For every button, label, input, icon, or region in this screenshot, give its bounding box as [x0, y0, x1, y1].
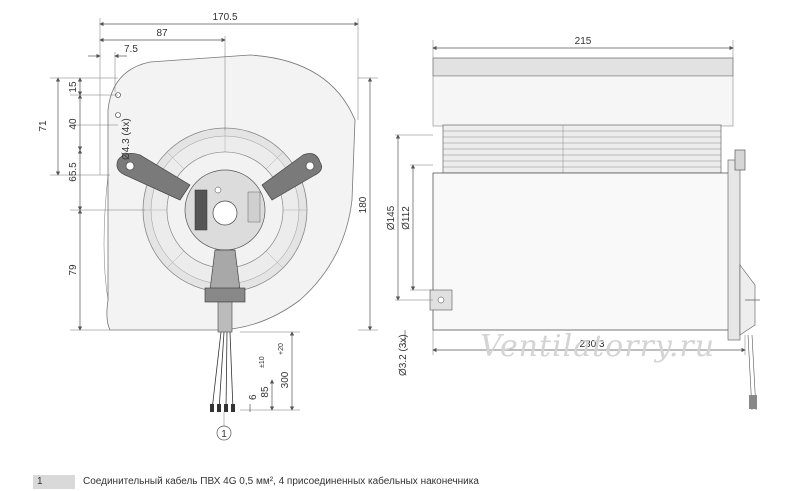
- watermark: Ventilatorry.ru: [480, 329, 715, 364]
- dim-180: 180: [358, 196, 369, 213]
- dim-15: 15: [68, 81, 79, 93]
- housing-body: [432, 172, 734, 331]
- dim-230-3: 230.3: [579, 339, 604, 350]
- cable-wires: [211, 331, 234, 411]
- legend-row: 1 Соединительный кабель ПВХ 4G 0,5 мм², …: [33, 475, 795, 489]
- dim-215: 215: [575, 36, 592, 47]
- dim-cable-6: 6: [248, 394, 259, 400]
- dim-dia-145: Ø145: [386, 205, 397, 230]
- front-dimensions: 170.5 87 7.5 71 15 40 65.5 79 Ø4.3 (4x): [38, 12, 378, 441]
- legend-text: Соединительный кабель ПВХ 4G 0,5 мм², 4 …: [83, 476, 479, 487]
- dim-cable-85-tol: ±10: [259, 356, 266, 368]
- legend-number: 1: [33, 475, 75, 489]
- dim-79: 79: [68, 264, 79, 276]
- dim-170-5: 170.5: [212, 12, 237, 23]
- dim-hole-3-2: Ø3.2 (3x): [398, 334, 409, 376]
- dim-cable-300-tol: +20: [278, 343, 285, 355]
- dim-cable-85: 85: [260, 386, 271, 398]
- technical-drawing: 170.5 87 7.5 71 15 40 65.5 79 Ø4.3 (4x): [38, 12, 760, 441]
- dim-cable-300: 300: [280, 371, 291, 388]
- dim-hole-4-3: Ø4.3 (4x): [121, 118, 132, 160]
- callout-label: 1: [221, 429, 227, 440]
- mounting-arm-left: [116, 153, 191, 201]
- dim-65-5: 65.5: [68, 162, 79, 182]
- front-view: [103, 54, 356, 412]
- callout-circle: [216, 425, 232, 441]
- dim-71: 71: [38, 120, 49, 132]
- side-dimensions: 215 230.3 Ø145 Ø112 Ø3.2 (3x): [386, 36, 746, 376]
- dim-40: 40: [68, 118, 79, 130]
- side-view: [429, 57, 760, 411]
- dim-dia-112: Ø112: [401, 206, 412, 230]
- dim-87: 87: [156, 28, 168, 39]
- dim-7-5: 7.5: [124, 44, 138, 55]
